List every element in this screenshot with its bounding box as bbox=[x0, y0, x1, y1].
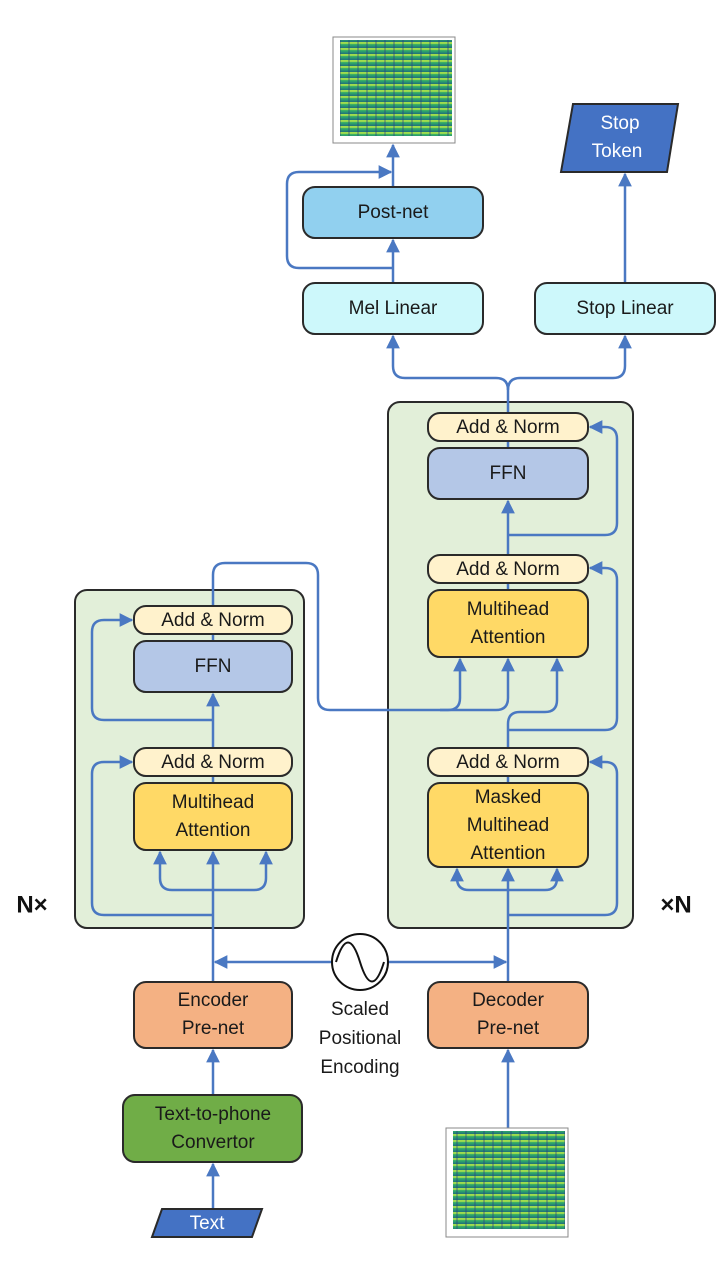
stop-token-output: Stop Token bbox=[559, 103, 680, 173]
svg-text:Add & Norm: Add & Norm bbox=[456, 752, 559, 773]
encoder-repeat-label: N× bbox=[16, 891, 47, 918]
positional-encoding-label: Scaled Positional Encoding bbox=[319, 999, 401, 1078]
svg-text:Add & Norm: Add & Norm bbox=[456, 417, 559, 438]
decoder-multihead-attention: Multihead Attention bbox=[427, 589, 589, 658]
svg-text:Encoder: Encoder bbox=[178, 990, 249, 1011]
encoder-multihead-attention: Multihead Attention bbox=[133, 782, 293, 851]
svg-text:Attention: Attention bbox=[471, 627, 546, 648]
svg-text:Text-to-phone: Text-to-phone bbox=[155, 1104, 271, 1125]
sine-wave-icon bbox=[331, 933, 389, 991]
post-net-box: Post-net bbox=[302, 186, 484, 239]
decoder-add-norm-top: Add & Norm bbox=[427, 412, 589, 442]
text-input: Text bbox=[150, 1208, 264, 1238]
mel-spectrogram-input bbox=[445, 1127, 569, 1238]
svg-text:Text: Text bbox=[190, 1213, 226, 1234]
encoder-add-norm-top: Add & Norm bbox=[133, 605, 293, 635]
decoder-prenet: Decoder Pre-net bbox=[427, 981, 589, 1049]
svg-text:Decoder: Decoder bbox=[472, 990, 544, 1011]
decoder-add-norm-mid: Add & Norm bbox=[427, 554, 589, 584]
svg-text:Multihead: Multihead bbox=[172, 792, 254, 813]
svg-text:Convertor: Convertor bbox=[171, 1132, 255, 1153]
svg-text:Post-net: Post-net bbox=[358, 202, 429, 223]
mel-spectrogram-output bbox=[332, 36, 456, 144]
decoder-add-norm-bottom: Add & Norm bbox=[427, 747, 589, 777]
encoder-add-norm-bottom: Add & Norm bbox=[133, 747, 293, 777]
svg-text:Multihead: Multihead bbox=[467, 599, 549, 620]
svg-text:Pre-net: Pre-net bbox=[182, 1018, 245, 1039]
svg-text:Mel Linear: Mel Linear bbox=[349, 298, 438, 319]
decoder-repeat-label: ×N bbox=[660, 891, 691, 918]
svg-text:Masked: Masked bbox=[475, 787, 542, 808]
svg-text:Add & Norm: Add & Norm bbox=[456, 559, 559, 580]
decoder-masked-multihead-attention: Masked Multihead Attention bbox=[427, 782, 589, 868]
svg-text:Pre-net: Pre-net bbox=[477, 1018, 540, 1039]
svg-text:Scaled: Scaled bbox=[331, 999, 389, 1020]
svg-text:Encoding: Encoding bbox=[320, 1057, 399, 1078]
svg-text:Multihead: Multihead bbox=[467, 815, 549, 836]
svg-text:FFN: FFN bbox=[490, 463, 527, 484]
decoder-ffn: FFN bbox=[427, 447, 589, 500]
svg-text:FFN: FFN bbox=[195, 656, 232, 677]
encoder-prenet: Encoder Pre-net bbox=[133, 981, 293, 1049]
connection-arrows bbox=[90, 143, 632, 1209]
svg-text:Attention: Attention bbox=[471, 843, 546, 864]
svg-text:Attention: Attention bbox=[176, 820, 251, 841]
encoder-ffn: FFN bbox=[133, 640, 293, 693]
mel-linear-box: Mel Linear bbox=[302, 282, 484, 335]
svg-text:Positional: Positional bbox=[319, 1028, 401, 1049]
svg-text:Stop: Stop bbox=[600, 113, 639, 134]
svg-text:Stop Linear: Stop Linear bbox=[576, 298, 674, 319]
svg-text:Add & Norm: Add & Norm bbox=[161, 752, 264, 773]
stop-linear-box: Stop Linear bbox=[534, 282, 716, 335]
svg-text:Token: Token bbox=[592, 141, 643, 162]
svg-text:Add & Norm: Add & Norm bbox=[161, 610, 264, 631]
text-to-phone-convertor: Text-to-phone Convertor bbox=[122, 1094, 303, 1163]
